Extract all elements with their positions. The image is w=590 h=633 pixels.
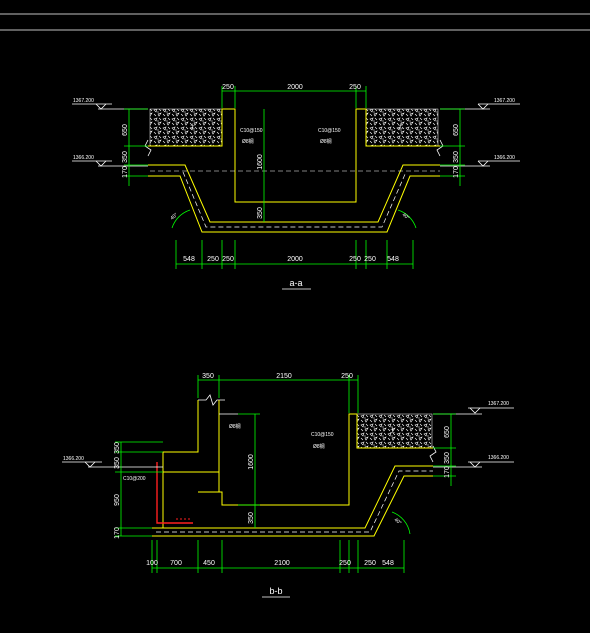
dim-b-inner-350: 350 (248, 512, 255, 524)
level-right-a (440, 103, 520, 167)
dim-a-inner-350: 350 (257, 207, 264, 219)
lining-dashed-b (156, 470, 433, 533)
angle-b: 40° (393, 517, 403, 526)
dim-b-inner-1600: 1600 (248, 454, 255, 470)
rebar-b-right: C10@150 (311, 432, 334, 438)
soil-mark-a-right: 土 (398, 123, 403, 130)
level-b-right-1: 1367.200 (488, 401, 509, 407)
dim-bottom-b (151, 540, 405, 573)
dim-b-bot-6: 250 (364, 560, 376, 567)
rebar-a-left-sub: Ø8钢 (242, 138, 254, 145)
section-b: 350 2150 250 100 700 450 2100 250 250 54… (62, 373, 514, 598)
dim-b-right-350: 350 (444, 452, 451, 464)
rebar-b-right-sub: Ø8钢 (313, 443, 325, 450)
soil-mark-a-left: 土 (190, 123, 195, 130)
dim-right-b (433, 413, 456, 486)
dim-b-bot-2: 700 (170, 560, 182, 567)
dim-a-top-1: 250 (222, 84, 234, 91)
break-mark-right-b (429, 445, 437, 463)
channel-outline-b (152, 400, 433, 537)
dim-b-right-650: 650 (444, 426, 451, 438)
soil-block-left (149, 108, 223, 147)
break-mark-left (144, 139, 152, 157)
section-b-title: b-b (269, 586, 282, 596)
angle-arc-right-a (397, 209, 417, 229)
dim-b-top-2: 2150 (276, 373, 292, 380)
level-left-b (62, 461, 163, 468)
section-a-title: a-a (289, 278, 302, 288)
dim-a-top-2: 2000 (287, 84, 303, 91)
level-b-left: 1366.200 (63, 456, 84, 462)
dim-a-inner-1600: 1600 (257, 154, 264, 170)
dim-b-left-350a: 350 (114, 442, 121, 454)
dim-b-bot-5: 250 (339, 560, 351, 567)
dim-a-right-650: 650 (453, 124, 460, 136)
dim-b-left-170: 170 (114, 527, 121, 539)
channel-outline (148, 108, 440, 233)
dim-top-b (197, 375, 359, 413)
dim-bottom-a (175, 240, 414, 269)
dim-a-top-3: 250 (349, 84, 361, 91)
dim-a-bot-5: 250 (349, 256, 361, 263)
rebar-red-b (156, 462, 193, 524)
dim-b-bot-3: 450 (203, 560, 215, 567)
dim-a-bot-1: 548 (183, 256, 195, 263)
dim-top-a (221, 86, 367, 108)
dim-a-left-170: 170 (122, 166, 129, 178)
rebar-a-left: C10@150 (240, 128, 263, 134)
rebar-b-left: C10@200 (123, 476, 146, 482)
dim-b-top-1: 350 (202, 373, 214, 380)
dim-b-bot-1: 100 (146, 560, 158, 567)
dim-a-right-170: 170 (453, 166, 460, 178)
dim-left-b (115, 441, 163, 537)
angle-arc-right-b (391, 511, 411, 535)
rebar-a-right-sub: Ø8钢 (320, 138, 332, 145)
level-b-right-2: 1366.200 (488, 455, 509, 461)
section-a: 250 2000 250 548 250 250 2000 250 250 54… (72, 84, 520, 290)
dim-b-bot-7: 548 (382, 560, 394, 567)
angle-a-right: 40° (401, 212, 411, 221)
break-mark-top-b (198, 394, 225, 406)
soil-mark-b: 土 (390, 427, 395, 434)
dim-b-right-170: 170 (444, 466, 451, 478)
dim-left-a (124, 108, 148, 186)
dim-a-left-350: 350 (122, 151, 129, 163)
break-mark-right (436, 139, 444, 157)
dim-b-left-950: 950 (114, 494, 121, 506)
dim-b-bot-4: 2100 (274, 560, 290, 567)
level-a-right-1: 1367.200 (494, 98, 515, 104)
soil-block-right-b (356, 413, 433, 449)
dim-a-bot-4: 2000 (287, 256, 303, 263)
dim-inner-b (238, 413, 260, 528)
angle-a-left: 40° (169, 212, 179, 221)
dim-b-left-350b: 350 (114, 457, 121, 469)
level-a-right-2: 1366.200 (494, 155, 515, 161)
dim-a-left-650: 650 (122, 124, 129, 136)
rebar-b-left-sub: Ø8钢 (229, 423, 241, 430)
rebar-a-right: C10@150 (318, 128, 341, 134)
angle-arc-left-a (171, 209, 191, 229)
dim-a-bot-3: 250 (222, 256, 234, 263)
lining-dashed (182, 171, 407, 228)
level-a-left-1: 1367.200 (73, 98, 94, 104)
dim-right-a (440, 108, 465, 186)
level-a-left-2: 1366.200 (73, 155, 94, 161)
dim-a-bot-7: 548 (387, 256, 399, 263)
dim-b-top-3: 250 (341, 373, 353, 380)
dim-a-right-350: 350 (453, 151, 460, 163)
dim-a-bot-6: 250 (364, 256, 376, 263)
dim-a-bot-2: 250 (207, 256, 219, 263)
